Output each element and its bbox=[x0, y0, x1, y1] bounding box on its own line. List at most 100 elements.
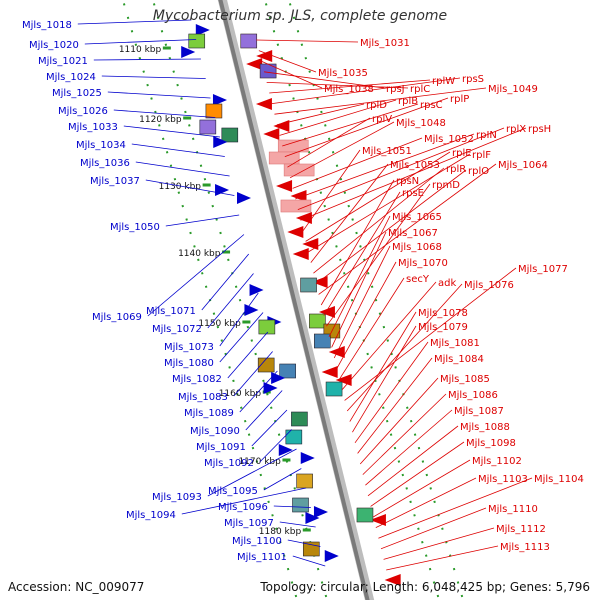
right-leader-line bbox=[287, 117, 371, 168]
right-gene-label: Mjls_1051 bbox=[362, 146, 412, 157]
right-leader-line bbox=[370, 441, 465, 507]
left-leader-line bbox=[239, 370, 278, 413]
reverse-gene-arrow bbox=[328, 346, 345, 358]
right-gene-label: rpsJ bbox=[386, 84, 405, 95]
reverse-gene-arrow bbox=[290, 190, 307, 202]
right-leader-line bbox=[256, 39, 359, 43]
forward-gene-block bbox=[258, 319, 276, 335]
reverse-gene-arrow bbox=[311, 276, 328, 288]
forward-gene-arrow bbox=[181, 46, 196, 58]
reverse-gene-arrow bbox=[276, 180, 293, 192]
forward-gene-block bbox=[279, 363, 296, 379]
left-gene-label: Mjls_1034 bbox=[76, 140, 126, 151]
right-gene-label: Mjls_1113 bbox=[500, 542, 550, 553]
left-leader-line bbox=[131, 143, 225, 157]
right-leader-line bbox=[344, 267, 517, 401]
right-gene-label: rpsC bbox=[420, 100, 443, 111]
forward-gene-arrow bbox=[244, 304, 259, 316]
right-gene-label: Mjls_1112 bbox=[496, 524, 546, 535]
right-leader-line bbox=[378, 477, 533, 539]
right-gene-label: rpmD bbox=[432, 180, 460, 191]
forward-gene-block bbox=[285, 429, 303, 445]
right-leader-line bbox=[284, 97, 449, 157]
left-leader-line bbox=[207, 273, 254, 329]
scale-label: 1140 kbp bbox=[178, 249, 221, 259]
scale-label: 1160 kbp bbox=[219, 389, 262, 399]
left-leader-line bbox=[245, 390, 283, 431]
right-gene-label: rplC bbox=[410, 84, 430, 95]
right-leader-line bbox=[365, 409, 453, 486]
left-leader-line bbox=[165, 214, 240, 227]
left-leader-line bbox=[201, 253, 250, 311]
right-gene-label: Mjls_1110 bbox=[488, 504, 538, 515]
right-gene-label: Mjls_1103 bbox=[478, 474, 528, 485]
genome-summary-text: Topology: circular; Length: 6,048,425 bp… bbox=[260, 580, 590, 594]
left-leader-line bbox=[135, 161, 230, 177]
left-leader-line bbox=[93, 58, 201, 61]
right-gene-label: Mjls_1065 bbox=[392, 212, 442, 223]
reverse-gene-block bbox=[356, 507, 374, 523]
left-gene-label: Mjls_1080 bbox=[164, 358, 214, 369]
right-gene-label: Mjls_1068 bbox=[392, 242, 442, 253]
backbone-line bbox=[218, 0, 371, 604]
right-gene-label: rpsE bbox=[402, 188, 424, 199]
scale-label: 1150 kbp bbox=[198, 319, 241, 329]
left-gene-label: Mjls_1025 bbox=[52, 88, 102, 99]
right-gene-label: Mjls_1053 bbox=[390, 160, 440, 171]
reverse-gene-arrow bbox=[292, 248, 309, 260]
forward-gene-block bbox=[291, 411, 308, 427]
left-gene-label: Mjls_1093 bbox=[152, 492, 202, 503]
right-gene-label: rplV bbox=[372, 114, 392, 125]
forward-gene-block bbox=[257, 357, 275, 373]
right-gene-label: rpsH bbox=[528, 124, 551, 135]
right-leader-line bbox=[297, 127, 505, 210]
forward-gene-arrow bbox=[324, 550, 339, 562]
right-gene-label: adk bbox=[438, 278, 456, 289]
right-gene-label: Mjls_1102 bbox=[472, 456, 522, 467]
right-leader-line bbox=[318, 163, 497, 295]
reverse-gene-block bbox=[309, 313, 326, 329]
reverse-gene-arrow bbox=[384, 574, 401, 586]
reverse-gene-arrow bbox=[256, 50, 273, 62]
right-leader-line bbox=[357, 357, 433, 454]
right-leader-line bbox=[282, 103, 419, 147]
right-gene-label: rpsN bbox=[396, 176, 419, 187]
left-leader-line bbox=[147, 234, 245, 317]
right-leader-line bbox=[323, 191, 401, 316]
accession-text: Accession: NC_009077 bbox=[8, 580, 145, 594]
reverse-gene-arrow bbox=[255, 98, 272, 110]
left-gene-label: Mjls_1026 bbox=[58, 106, 108, 117]
right-leader-line bbox=[279, 99, 397, 136]
right-leader-line bbox=[375, 477, 477, 528]
right-leader-line bbox=[326, 183, 431, 327]
left-gene-label: Mjls_1073 bbox=[164, 342, 214, 353]
right-leader-line bbox=[380, 507, 487, 550]
right-gene-label: Mjls_1048 bbox=[396, 118, 446, 129]
right-gene-label: Mjls_1077 bbox=[518, 264, 568, 275]
right-gene-label: Mjls_1079 bbox=[418, 322, 468, 333]
right-gene-label: Mjls_1067 bbox=[388, 228, 438, 239]
left-gene-label: Mjls_1095 bbox=[208, 486, 258, 497]
left-gene-label: Mjls_1097 bbox=[224, 518, 274, 529]
right-gene-label: Mjls_1070 bbox=[398, 258, 448, 269]
track-dots bbox=[263, 0, 442, 604]
right-leader-line bbox=[367, 425, 459, 497]
reverse-gene-arrow bbox=[295, 212, 312, 224]
forward-gene-arrow bbox=[313, 506, 328, 518]
left-gene-label: Mjls_1072 bbox=[152, 324, 202, 335]
left-leader-line bbox=[219, 292, 259, 347]
reverse-gene-block bbox=[300, 277, 317, 293]
right-leader-line bbox=[386, 545, 499, 571]
right-leader-line bbox=[310, 163, 389, 263]
right-leader-line bbox=[271, 77, 461, 104]
left-leader-line bbox=[233, 351, 273, 397]
reverse-gene-arrow bbox=[263, 128, 280, 140]
left-leader-line bbox=[123, 125, 221, 138]
right-leader-line bbox=[289, 121, 395, 179]
left-leader-line bbox=[101, 75, 206, 79]
left-leader-line bbox=[84, 39, 197, 45]
forward-gene-block bbox=[221, 127, 239, 143]
forward-gene-arrow bbox=[213, 136, 228, 148]
right-leader-line bbox=[313, 167, 445, 274]
